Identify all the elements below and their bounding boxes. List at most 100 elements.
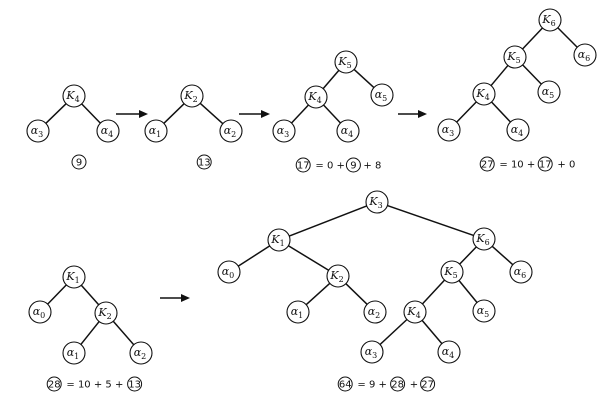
node-a0-label: α0 [33, 305, 46, 320]
cost-expression-t2: 13 [196, 154, 212, 170]
edge-k4-a4 [421, 319, 443, 345]
cost-circle [345, 157, 361, 173]
node-a4-label: α4 [101, 124, 114, 139]
node-a4: α4 [336, 119, 360, 143]
tree-t3-edges [290, 68, 375, 124]
node-a2: α2 [363, 300, 387, 324]
node-a6: α6 [509, 260, 533, 284]
node-a3: α3 [26, 119, 50, 143]
edge-k4-a4 [322, 104, 342, 124]
node-a4-circle [336, 119, 360, 143]
edge-k4-a3 [45, 103, 67, 124]
node-a5: α5 [537, 80, 561, 104]
cost-operator: + 0 [557, 160, 575, 171]
node-k2-label: K2 [329, 269, 343, 284]
edge-k4-a4 [81, 103, 101, 124]
cost-operator: = 0 + [315, 161, 344, 172]
node-k2-circle [326, 264, 350, 288]
node-a5-label: α5 [542, 85, 555, 100]
node-k4: K4 [304, 85, 328, 109]
node-a1: α1 [144, 119, 168, 143]
cost-value: 13 [198, 158, 211, 169]
arrow-1 [116, 110, 148, 118]
node-a5: α5 [370, 83, 394, 107]
tree-t5-edges [47, 284, 135, 346]
node-k3-circle [365, 190, 389, 214]
node-a2-circle [219, 119, 243, 143]
node-k6-label: K6 [541, 13, 555, 28]
edge-k5-a5 [458, 280, 478, 303]
cost-operator: + [410, 380, 418, 391]
node-k4-circle [403, 300, 427, 324]
node-a3-circle [272, 119, 296, 143]
node-k5-circle [440, 260, 464, 284]
cost-value: 17 [297, 161, 310, 172]
node-a1-circle [62, 341, 86, 365]
node-a6-label: α6 [578, 48, 591, 63]
edge-k3-k1 [288, 205, 368, 237]
cost-value: 17 [539, 160, 552, 171]
node-a1-label: α1 [67, 346, 80, 361]
node-k4-circle [62, 84, 86, 108]
cost-circle [337, 376, 353, 392]
edge-k4-a3 [379, 318, 408, 346]
node-a1-circle [144, 119, 168, 143]
node-k1-circle [62, 265, 86, 289]
node-a0: α0 [28, 300, 52, 324]
node-a2-label: α2 [368, 305, 381, 320]
node-a0-circle [28, 300, 52, 324]
node-a4: α4 [506, 118, 530, 142]
arrow-head [139, 110, 148, 118]
edge-k1-a0 [237, 245, 271, 267]
node-k4-label: K4 [475, 87, 489, 102]
cost-circle [196, 154, 212, 170]
node-a2: α2 [219, 119, 243, 143]
node-a6-label: α6 [514, 265, 527, 280]
node-a6-circle [509, 260, 533, 284]
edges-layer [45, 27, 578, 346]
node-k5-circle [503, 45, 527, 69]
edge-k5-a5 [353, 68, 375, 89]
cost-expression-t6: 64= 9 +28+27 [337, 376, 436, 392]
edge-k4-a3 [290, 104, 310, 124]
node-k4-circle [304, 85, 328, 109]
edge-k5-a5 [522, 64, 542, 85]
edge-k1-k2 [80, 284, 100, 306]
arrow-2 [239, 110, 270, 118]
edge-k2-a2 [112, 320, 135, 346]
node-a4-circle [506, 118, 530, 142]
edge-k6-a6 [491, 245, 514, 266]
node-a3-label: α3 [442, 123, 455, 138]
tree-t2-edges [163, 102, 224, 125]
node-a5-label: α5 [375, 88, 388, 103]
edge-k5-k4 [322, 69, 340, 90]
node-a3-label: α3 [31, 124, 44, 139]
node-a3-label: α3 [365, 345, 378, 360]
tree-t4-edges [456, 27, 578, 123]
node-a5-circle [370, 83, 394, 107]
node-a4: α4 [437, 340, 461, 364]
cost-operator: = 10 + 5 + [66, 380, 123, 391]
node-a1-label: α1 [149, 124, 162, 139]
node-a1-circle [286, 300, 310, 324]
edge-k4-a4 [491, 101, 511, 123]
cost-operator: = 9 + [357, 380, 386, 391]
node-k1-label: K1 [270, 233, 284, 248]
node-k4-circle [472, 82, 496, 106]
node-a3: α3 [272, 119, 296, 143]
node-k5-label: K5 [506, 50, 520, 65]
tree-t1-edges [45, 103, 101, 124]
node-k5: K5 [440, 260, 464, 284]
node-a4-circle [437, 340, 461, 364]
node-k4: K4 [403, 300, 427, 324]
edge-k3-k6 [387, 204, 474, 237]
node-k5-label: K5 [443, 265, 457, 280]
cost-operator: + 8 [363, 161, 381, 172]
edge-k5-k4 [421, 279, 446, 305]
cost-value: 28 [391, 380, 404, 391]
cost-circle [127, 376, 143, 392]
edge-k6-a6 [557, 27, 578, 48]
node-k3: K3 [365, 190, 389, 214]
